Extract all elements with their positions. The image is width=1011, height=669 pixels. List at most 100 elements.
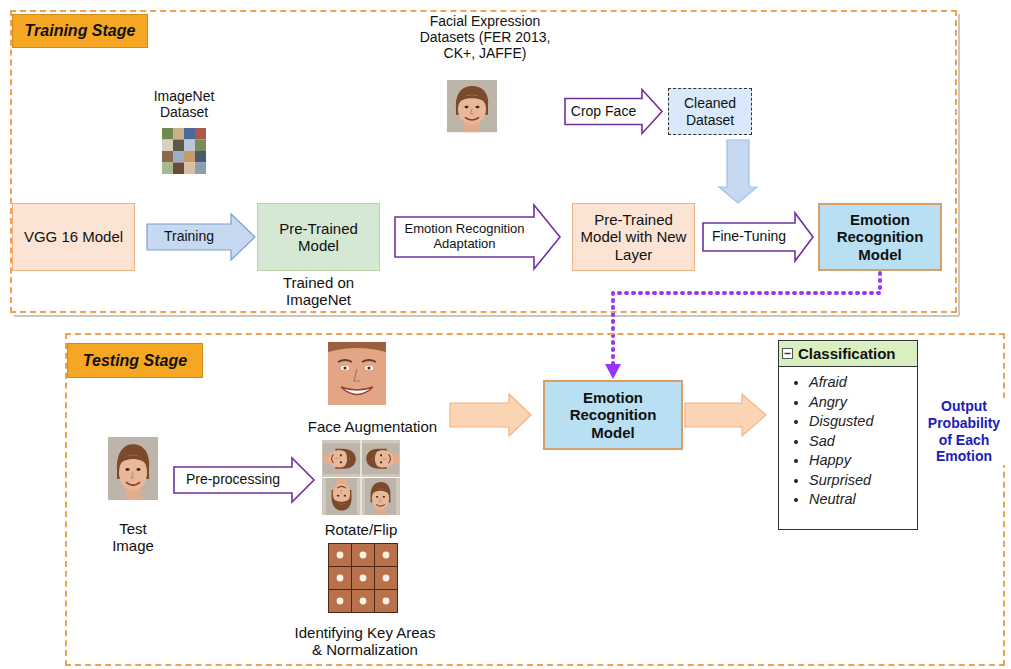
image-node: ImageNet Dataset	[146, 88, 222, 176]
imagenet-mosaic	[162, 163, 173, 175]
rotate-flip-collage	[322, 440, 400, 515]
key-areas-grid	[329, 567, 351, 589]
block-arrow	[147, 214, 255, 260]
connector	[703, 213, 813, 261]
imagenet-mosaic	[173, 128, 184, 140]
emotion-item: Afraid	[809, 373, 917, 393]
imagenet-mosaic	[162, 140, 173, 152]
stage-heading: Testing Stage	[67, 343, 203, 378]
connector	[174, 458, 314, 502]
block-arrow	[719, 140, 757, 203]
test-face-photo	[108, 437, 158, 500]
rotate-flip-collage	[322, 477, 400, 478]
key-areas-grid	[328, 543, 398, 613]
imagenet-mosaic	[173, 140, 184, 152]
connector	[719, 140, 757, 203]
process-box: VGG 16 Model	[12, 203, 135, 271]
process-box: Emotion Recognition Model	[818, 203, 942, 271]
image-node: Facial Expression Datasets (FER 2013, CK…	[410, 13, 560, 135]
imagenet-mosaic	[173, 163, 184, 175]
image-node: Rotate/Flip	[318, 440, 404, 538]
connector	[395, 205, 560, 269]
box-text: Cleaned Dataset	[673, 95, 747, 127]
collapse-icon	[785, 353, 791, 354]
emotion-item: Sad	[809, 432, 917, 452]
imagenet-mosaic	[162, 128, 206, 174]
process-box: Emotion Recognition Model	[543, 380, 683, 450]
arrow-label: Fine-Tuning	[706, 229, 792, 245]
list-header: Classification	[779, 341, 917, 367]
key-areas-grid	[352, 567, 374, 589]
block-arrow	[565, 90, 662, 134]
imagenet-mosaic	[173, 151, 184, 163]
key-areas-grid	[328, 543, 398, 613]
dataset-face-photo	[447, 80, 497, 132]
emotion-item: Happy	[809, 451, 917, 471]
emotion-item: Surprised	[809, 471, 917, 491]
connector	[147, 214, 255, 260]
box-caption: Trained on ImageNet	[257, 274, 380, 309]
key-areas-grid	[329, 544, 351, 566]
face-closeup	[328, 342, 386, 405]
stage-heading: Training Stage	[12, 14, 148, 48]
arrowhead	[605, 364, 621, 379]
imagenet-mosaic	[162, 128, 173, 140]
imagenet-mosaic	[184, 140, 195, 152]
stage-shadow	[14, 14, 959, 316]
test-face-photo	[108, 437, 158, 500]
classification-box: ClassificationAfraidAngryDisgustedSadHap…	[778, 340, 918, 530]
imagenet-mosaic	[184, 128, 195, 140]
arrow-label: Emotion Recognition Adaptation	[398, 222, 531, 251]
arrow-label: Crop Face	[568, 104, 639, 120]
face-closeup	[328, 342, 386, 405]
block-arrow	[685, 394, 766, 436]
face-closeup	[341, 366, 349, 370]
imagenet-mosaic	[184, 151, 195, 163]
image-caption: ImageNet Dataset	[146, 88, 222, 120]
connector	[450, 394, 531, 436]
imagenet-mosaic	[195, 140, 206, 152]
face-closeup	[341, 387, 373, 395]
block-arrow	[703, 213, 813, 261]
process-box: Pre-Trained Model	[257, 203, 380, 271]
face-closeup	[338, 360, 352, 362]
key-areas-grid	[375, 544, 397, 566]
rotate-flip-collage	[362, 443, 399, 474]
emotion-item: Disgusted	[809, 412, 917, 432]
face-closeup	[362, 360, 376, 362]
output-note: Output Probability of Each Emotion	[922, 398, 1006, 465]
box-text: VGG 16 Model	[24, 228, 123, 245]
imagenet-mosaic	[184, 163, 195, 175]
box-text: Pre-Trained Model	[262, 220, 375, 255]
face-closeup	[365, 366, 373, 370]
collapse-icon	[783, 349, 793, 359]
dataset-face-photo	[447, 80, 497, 132]
block-arrow	[450, 394, 531, 436]
face-closeup	[354, 369, 360, 381]
emotion-item: Neutral	[809, 490, 917, 510]
face-closeup	[343, 366, 346, 369]
rotate-flip-collage	[322, 440, 400, 515]
image-caption: Rotate/Flip	[318, 521, 404, 538]
rotate-flip-collage	[365, 478, 396, 515]
stage-region: Testing Stage Face AugmentationTest Image…	[65, 333, 1005, 666]
key-areas-grid	[375, 590, 397, 612]
test-face-photo	[108, 437, 158, 500]
emotion-item: Angry	[809, 393, 917, 413]
key-areas-grid	[375, 567, 397, 589]
key-areas-grid	[352, 590, 374, 612]
box-text: Emotion Recognition Model	[549, 389, 677, 441]
image-caption: Identifying Key Areas & Normalization	[290, 624, 440, 659]
block-arrow	[174, 458, 314, 502]
imagenet-mosaic	[162, 151, 173, 163]
connector	[685, 394, 766, 436]
process-box: Cleaned Dataset	[668, 88, 752, 135]
image-caption: Test Image	[100, 520, 166, 555]
image-node: Face Augmentation	[300, 340, 445, 435]
key-areas-grid	[352, 544, 374, 566]
imagenet-mosaic	[195, 163, 206, 175]
rotate-flip-collage	[326, 478, 357, 515]
